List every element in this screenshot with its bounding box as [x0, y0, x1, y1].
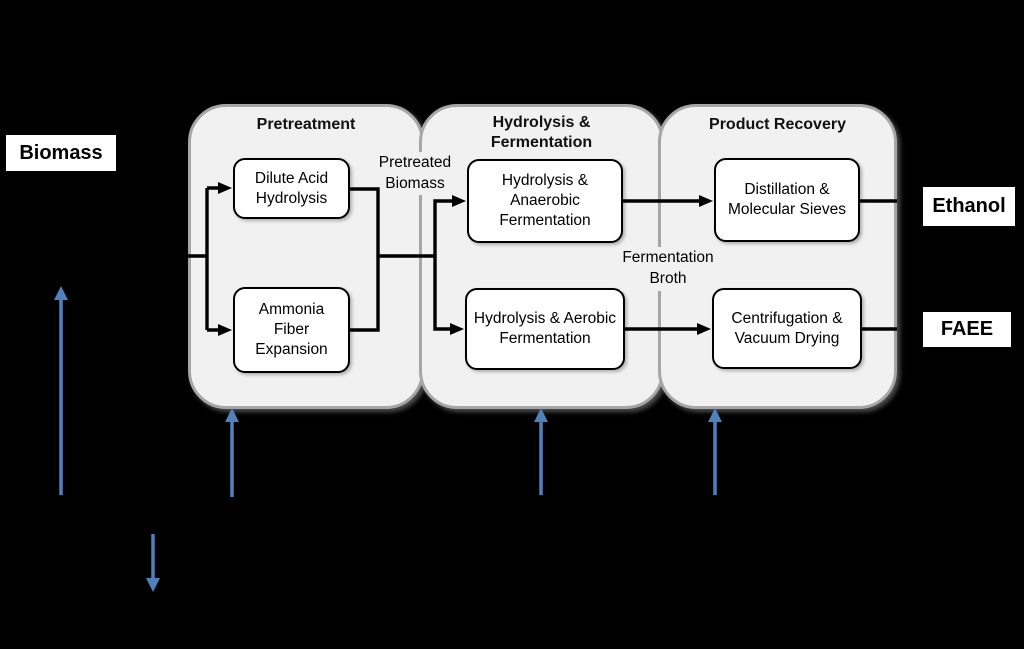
ethanol-label-text: Ethanol [932, 195, 1006, 217]
blue-up-arrow-biomass [54, 286, 68, 495]
panel-hydrolysis-fermentation-title: Hydrolysis & Fermentation [490, 114, 593, 151]
blue-up-arrowhead-icon [534, 408, 548, 422]
ethanol-label: Ethanol [923, 187, 1015, 226]
faee-label-text: FAEE [940, 318, 994, 340]
box-ammonia-fiber-expansion-text: Ammonia Fiber Expansion [255, 301, 328, 358]
blue-up-arrow-recovery [708, 408, 722, 495]
box-ammonia-fiber-expansion: Ammonia Fiber Expansion [233, 287, 350, 373]
blue-up-arrowhead-icon [225, 408, 239, 422]
box-distillation-molecular-sieves-text: Distillation & Molecular Sieves [727, 181, 847, 218]
blue-up-arrowhead-icon [54, 286, 68, 300]
panel-pretreatment-title: Pretreatment [256, 116, 356, 133]
biomass-label: Biomass [6, 135, 116, 171]
box-centrifugation-vacuum-drying: Centrifugation & Vacuum Drying [712, 288, 862, 369]
blue-up-arrow-fermentation [534, 408, 548, 495]
panel-product-recovery-title: Product Recovery [709, 116, 846, 133]
faee-label: FAEE [923, 312, 1011, 347]
box-dilute-acid-hydrolysis-text: Dilute Acid Hydrolysis [254, 169, 329, 207]
box-hydrolysis-anaerobic-fermentation: Hydrolysis & Anaerobic Fermentation [467, 159, 623, 243]
box-centrifugation-vacuum-drying-text: Centrifugation & Vacuum Drying [731, 309, 843, 347]
biomass-label-text: Biomass [19, 141, 103, 164]
box-hydrolysis-anaerobic-fermentation-text: Hydrolysis & Anaerobic Fermentation [499, 172, 591, 229]
box-hydrolysis-aerobic-fermentation-text: Hydrolysis & Aerobic Fermentation [473, 310, 617, 347]
blue-up-arrowhead-icon [708, 408, 722, 422]
pretreated-biomass-label: Pretreated Biomass [366, 152, 464, 195]
box-dilute-acid-hydrolysis: Dilute Acid Hydrolysis [233, 158, 350, 219]
blue-down-arrow [146, 534, 160, 592]
blue-down-arrowhead-icon [146, 578, 160, 592]
box-distillation-molecular-sieves: Distillation & Molecular Sieves [714, 158, 860, 242]
blue-up-arrow-pretreatment [225, 408, 239, 497]
box-hydrolysis-aerobic-fermentation: Hydrolysis & Aerobic Fermentation [465, 288, 625, 370]
fermentation-broth-label: Fermentation Broth [620, 247, 716, 291]
